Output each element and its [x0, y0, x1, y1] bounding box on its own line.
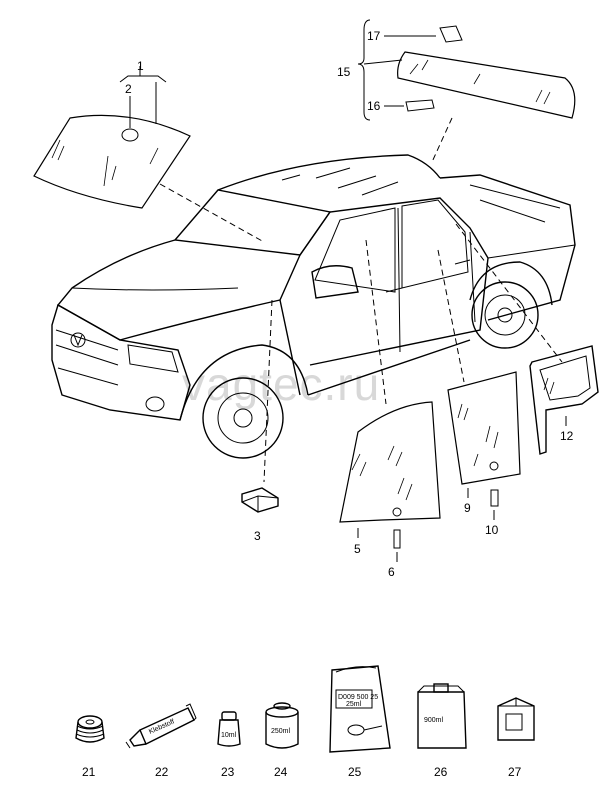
part-6-guide [393, 529, 401, 549]
part-22-adhesive-tube: Klebstoff 22 [125, 703, 197, 779]
bottle-label: 10ml [221, 732, 237, 739]
clip-17 [439, 25, 463, 43]
part-windshield: 1 2 [33, 59, 265, 243]
callout-12: 12 [560, 429, 574, 443]
callout-16: 16 [367, 99, 381, 113]
can-label: 250ml [271, 728, 291, 735]
front-door-window [314, 207, 396, 293]
quarter-glass-leader [455, 223, 563, 363]
pack-weight: 25ml [346, 701, 362, 708]
front-glass-leader [365, 239, 387, 405]
front-wheel [202, 377, 284, 459]
part-9-rear-door-glass: 9 10 [437, 249, 521, 537]
callout-22: 22 [155, 765, 169, 779]
part-12-quarter-glass: 12 [455, 223, 599, 455]
part-24-can-250ml: 250ml 24 [265, 702, 299, 779]
tube-label: Klebstoff [148, 718, 176, 735]
part-26-canister-900ml: 900ml 26 [417, 683, 467, 779]
pad-16 [405, 99, 435, 112]
callout-21: 21 [82, 765, 96, 779]
part-21-sealing-cord: 21 [75, 715, 105, 779]
rear-door-window [401, 199, 469, 289]
part-rear-window: 17 15 16 [337, 19, 576, 163]
callout-1: 1 [137, 59, 144, 73]
side-mirror [311, 265, 359, 299]
callout-5: 5 [354, 542, 361, 556]
callout-26: 26 [434, 765, 448, 779]
watermark-text: vagtec.ru [182, 358, 380, 410]
pack-label-box [335, 689, 373, 709]
rear-wheel [471, 281, 539, 349]
callout-9: 9 [464, 501, 471, 515]
part-5-front-door-glass: 5 6 [339, 239, 441, 579]
callout-2: 2 [125, 82, 132, 96]
rear-glass-leader [437, 249, 465, 383]
callout-27: 27 [508, 765, 522, 779]
sensor-patch [121, 128, 139, 142]
rear-window-leader [431, 117, 453, 163]
callout-25: 25 [348, 765, 362, 779]
pad-leader [263, 299, 273, 483]
part-10-guide [490, 489, 499, 507]
canister-label: 900ml [424, 717, 444, 724]
callout-3: 3 [254, 529, 261, 543]
callout-15: 15 [337, 65, 351, 79]
part-27-box: 27 [497, 697, 535, 779]
part-23-bottle-10ml: 10ml 23 [217, 711, 241, 779]
callout-17: 17 [367, 29, 381, 43]
pack-code: D009 500 25 [338, 694, 378, 701]
pickup-truck [51, 154, 576, 459]
vw-logo [70, 332, 86, 348]
callout-24: 24 [274, 765, 288, 779]
callout-10: 10 [485, 523, 499, 537]
callout-23: 23 [221, 765, 235, 779]
headlight [127, 344, 179, 373]
callout-6: 6 [388, 565, 395, 579]
fog-light [145, 396, 165, 412]
part-3-pad: 3 [241, 299, 279, 543]
windshield-leader [159, 183, 265, 243]
part-25-repair-pack: D009 500 25 25ml 25 [329, 665, 391, 779]
